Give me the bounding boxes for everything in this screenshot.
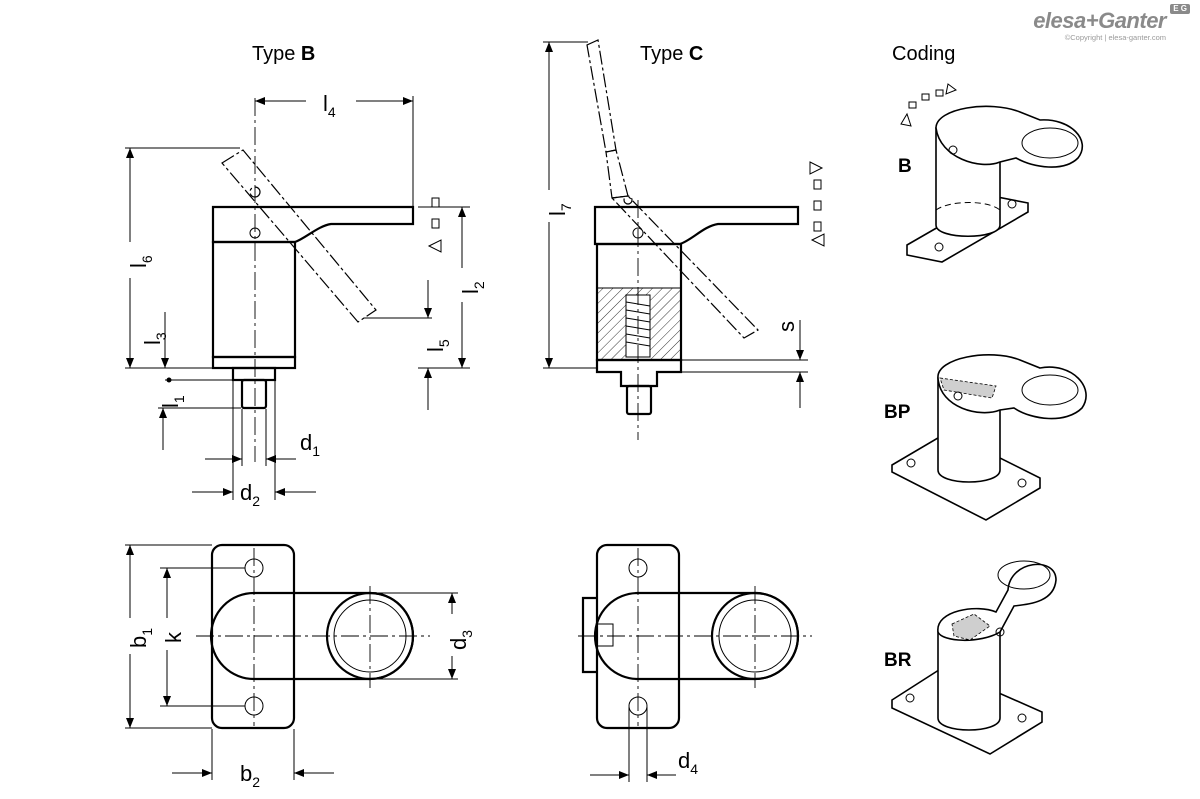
type-b-top-dimensions: b1 k d3 b2 bbox=[125, 544, 475, 790]
dim-d2: d2 bbox=[240, 480, 260, 509]
dim-d3: d3 bbox=[446, 630, 475, 650]
header-type-c: Type C bbox=[640, 43, 703, 65]
type-c-rotation-arrows bbox=[809, 161, 825, 247]
coding-b-isometric: B bbox=[898, 83, 1084, 263]
dim-l2: l2 bbox=[458, 281, 487, 294]
dim-l4: l4 bbox=[323, 91, 336, 120]
type-b-ghost-lever bbox=[221, 149, 377, 323]
coding-b-rotation-arrows bbox=[900, 83, 958, 127]
coding-label-bp: BP bbox=[884, 402, 911, 423]
brand-badge: E G bbox=[1170, 4, 1190, 14]
dim-l3: l3 bbox=[140, 332, 169, 345]
dim-l7: l7 bbox=[545, 203, 574, 216]
coding-label-br: BR bbox=[884, 650, 912, 671]
type-b-rotation-arrows bbox=[427, 197, 442, 253]
dim-d4: d4 bbox=[678, 748, 698, 777]
type-b-dimensions: l4 l6 l3 l1 l2 l5 bbox=[125, 91, 487, 509]
coding-br-isometric: BR bbox=[884, 560, 1057, 755]
header-type-b: Type B bbox=[252, 43, 315, 65]
dim-l1: l1 bbox=[158, 395, 187, 408]
brand-copyright: ©Copyright | elesa-ganter.com bbox=[1064, 33, 1166, 42]
brand-logo: elesa+Ganter E G ©Copyright | elesa-gant… bbox=[1033, 4, 1190, 42]
type-c-top-dimensions: d4 bbox=[590, 707, 698, 782]
dim-l6: l6 bbox=[126, 255, 155, 268]
type-b-top-view bbox=[196, 543, 430, 730]
header-coding: Coding bbox=[892, 43, 955, 65]
dim-l5: l5 bbox=[423, 339, 452, 352]
type-c-side-view bbox=[586, 39, 825, 440]
dim-b2: b2 bbox=[240, 761, 260, 790]
type-c-ghost-lever bbox=[586, 39, 759, 339]
dim-s: s bbox=[774, 321, 799, 332]
coding-bp-isometric: BP bbox=[884, 354, 1087, 521]
brand-wordmark: elesa+Ganter bbox=[1033, 8, 1166, 33]
dim-d1: d1 bbox=[300, 430, 320, 459]
type-b-side-view bbox=[211, 98, 442, 462]
coding-label-b: B bbox=[898, 156, 912, 177]
dim-b1: b1 bbox=[126, 628, 155, 648]
type-c-dimensions: l7 s bbox=[543, 41, 808, 408]
type-c-top-view bbox=[578, 543, 812, 730]
dim-k: k bbox=[161, 631, 186, 643]
